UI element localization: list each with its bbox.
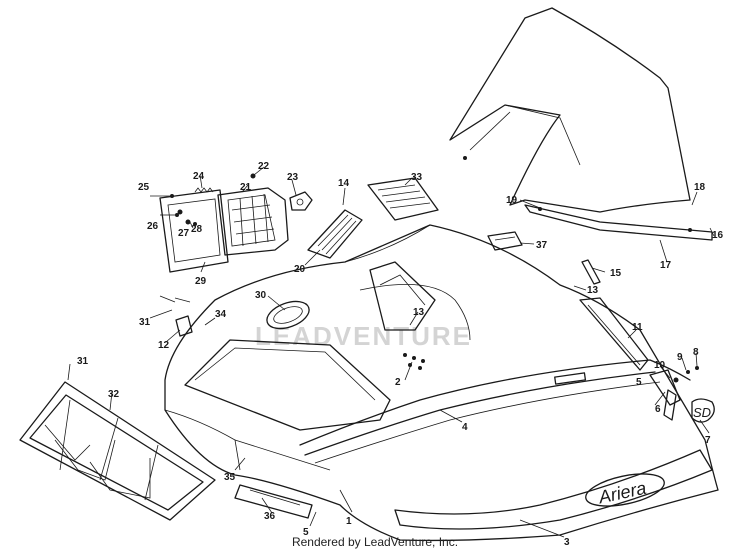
trim-strip — [581, 259, 601, 285]
callout-9: 9 — [677, 352, 683, 363]
callout-15: 15 — [610, 268, 622, 279]
callout-36: 36 — [264, 511, 276, 522]
callout-19: 19 — [506, 195, 518, 206]
model-badge: SD — [691, 398, 715, 423]
windshield — [449, 7, 691, 213]
callout-34: 34 — [215, 309, 227, 320]
screws — [150, 173, 256, 226]
callout-18: 18 — [694, 182, 706, 193]
callout-7: 7 — [705, 435, 711, 446]
callout-13-right: 13 — [587, 285, 599, 296]
callout-8: 8 — [693, 347, 699, 358]
bulb-socket — [289, 191, 313, 211]
callout-24: 24 — [193, 171, 205, 182]
callout-13-hood: 13 — [413, 307, 425, 318]
callout-31-lower: 31 — [77, 356, 89, 367]
windshield-trim — [524, 204, 713, 241]
callout-29: 29 — [195, 276, 207, 287]
callout-4: 4 — [462, 422, 468, 433]
mount-bracket — [175, 315, 193, 337]
model-script-decal: SD — [693, 405, 711, 420]
badge-decal — [487, 231, 523, 251]
callout-22: 22 — [258, 161, 270, 172]
callout-37: 37 — [536, 240, 548, 251]
callout-5-bottom: 5 — [303, 527, 309, 538]
side-vent — [579, 297, 649, 371]
callout-12: 12 — [158, 340, 170, 351]
callout-32: 32 — [108, 389, 120, 400]
adjust-spring — [194, 187, 214, 193]
callout-14: 14 — [338, 178, 350, 189]
callout-35: 35 — [224, 472, 236, 483]
headlight-lamp — [217, 187, 289, 256]
fastener-kit — [403, 353, 425, 370]
callout-21: 21 — [240, 182, 252, 193]
callout-10: 10 — [654, 360, 666, 371]
callout-1: 1 — [346, 516, 352, 527]
watermark: LEADVENTURE — [255, 321, 472, 351]
callout-26: 26 — [147, 221, 159, 232]
bumper-plate — [234, 484, 313, 519]
callout-23: 23 — [287, 172, 299, 183]
callout-31-upper: 31 — [139, 317, 151, 328]
callout-28: 28 — [191, 224, 203, 235]
headlight-frame — [159, 189, 229, 273]
top-vent — [367, 177, 439, 221]
callout-2: 2 — [395, 377, 401, 388]
callout-20: 20 — [294, 264, 306, 275]
callout-16: 16 — [712, 230, 724, 241]
hood-hinge — [649, 366, 699, 421]
callout-3: 3 — [564, 537, 570, 548]
callouts: 1 2 3 4 5 5 6 7 8 9 10 11 12 13 13 14 15… — [77, 161, 724, 548]
callout-17: 17 — [660, 260, 672, 271]
footer-credit: Rendered by LeadVenture, Inc. — [291, 535, 459, 549]
callout-11: 11 — [632, 322, 643, 333]
leader-lines — [67, 166, 715, 538]
front-grille — [19, 381, 216, 521]
callout-6: 6 — [655, 404, 661, 415]
hood: Ariera — [164, 224, 719, 542]
callout-30: 30 — [255, 290, 267, 301]
callout-33: 33 — [411, 172, 423, 183]
callout-25: 25 — [138, 182, 150, 193]
callout-27: 27 — [178, 228, 190, 239]
callout-5-right: 5 — [636, 377, 642, 388]
side-louvre — [307, 209, 363, 259]
